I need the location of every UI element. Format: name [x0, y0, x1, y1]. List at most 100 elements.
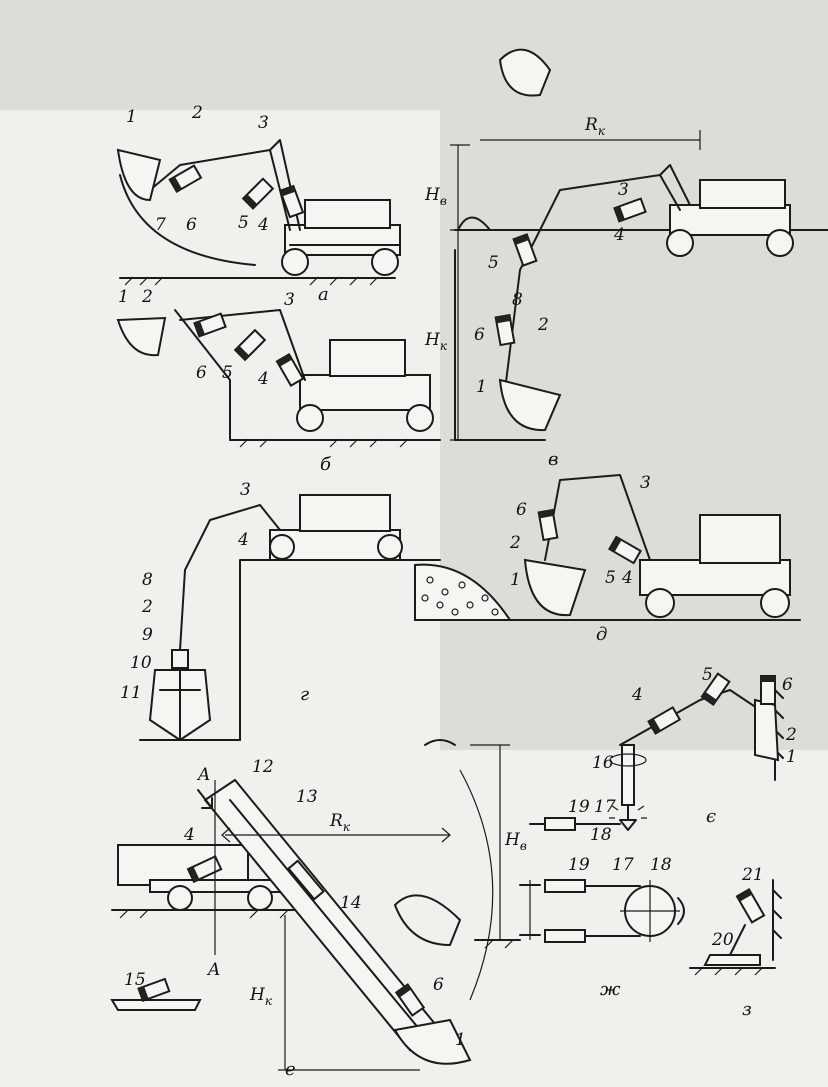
bucket-ghost-e	[394, 894, 461, 946]
chain-links-zh	[584, 885, 641, 937]
rotator-g	[171, 649, 189, 669]
label-v-1: 1	[476, 377, 487, 397]
figure-e-telescopic-boom: A A Rк Hв Hк 15 12 13 14 4 6 1 е	[110, 739, 527, 1080]
track-detail-15	[110, 999, 202, 1011]
section-label-top: A	[196, 765, 210, 785]
dim-hk-e: Hк	[249, 985, 273, 1008]
small-bucket-v	[457, 216, 491, 231]
face-b	[174, 309, 231, 441]
label-d-1: 1	[510, 570, 521, 590]
boom-g	[179, 504, 281, 651]
caption-b: б	[320, 454, 332, 475]
bucket-e	[393, 1018, 472, 1065]
dim-hv-e: Hв	[504, 830, 527, 853]
wheel-a-2	[371, 248, 399, 276]
raised-bucket-e	[424, 739, 456, 746]
label-a-6: 6	[186, 215, 197, 235]
raised-bucket-v	[498, 48, 552, 97]
boom-outer-e	[203, 778, 442, 1052]
cab-a	[304, 199, 391, 229]
wheel-g-2	[377, 534, 403, 560]
label-a-5: 5	[238, 213, 249, 233]
label-ye-19: 19	[568, 797, 590, 817]
label-g-11: 11	[120, 683, 142, 703]
label-b-3: 3	[284, 290, 295, 310]
wheel-v-1	[666, 229, 694, 257]
label-b-2: 2	[141, 287, 153, 307]
caption-g: г	[300, 684, 309, 705]
bucket-b	[116, 316, 167, 357]
label-g-4: 4	[237, 530, 249, 550]
label-e-13: 13	[296, 787, 318, 807]
caption-e: е	[285, 1059, 296, 1080]
label-e-14: 14	[340, 893, 362, 913]
figure-v-backhoe-dimensions: Hв Hк Rк 3 4 5 8 2 6 1 в	[424, 48, 828, 470]
figure-g-clamshell-grab: 3 4 8 2 9 10 11 г	[120, 480, 441, 742]
rotation-ellipse-ye	[609, 753, 647, 767]
label-v-4: 4	[613, 225, 625, 245]
label-e-15: 15	[124, 970, 146, 990]
dig-profile-a	[119, 174, 256, 266]
drill-sparks	[609, 805, 647, 819]
label-ye-5: 5	[702, 665, 713, 685]
label-ye-18: 18	[590, 825, 612, 845]
caption-ye: є	[706, 806, 716, 827]
label-ye-6: 6	[782, 675, 793, 695]
label-e-4: 4	[183, 825, 195, 845]
material-heap-d	[414, 563, 512, 621]
label-ye-2: 2	[785, 725, 797, 745]
label-ye-16: 16	[592, 753, 614, 773]
figure-b-front-shovel: 1 2 3 6 5 4 б	[116, 287, 441, 475]
caption-z: з	[742, 999, 752, 1020]
label-a-3: 3	[258, 113, 269, 133]
wheel-e-1	[167, 885, 193, 911]
caption-zh: ж	[600, 979, 621, 1000]
label-zh-19: 19	[568, 855, 590, 875]
dim-hv-v: Hв	[424, 185, 447, 208]
label-g-8: 8	[142, 570, 153, 590]
figure-ye-ripper-drill: 4 5 6 2 1 16 19 17 18 є	[529, 665, 797, 845]
label-d-6: 6	[516, 500, 527, 520]
cylinder-19b-zh	[544, 929, 586, 943]
bucket-ye	[754, 698, 780, 762]
bucket-a	[116, 148, 162, 202]
figure-z-scraper: 21 20 з	[689, 865, 782, 1020]
boom-inner-e	[229, 799, 421, 1031]
label-a-7: 7	[155, 215, 166, 235]
label-d-2: 2	[509, 533, 521, 553]
scraper-arm-z	[729, 924, 746, 956]
figure-a-backhoe-excavator: 1 2 3 4 5 6 7 а	[116, 103, 401, 305]
label-ye-1: 1	[786, 747, 797, 767]
dim-rk-v: Rк	[584, 115, 606, 138]
bucket-d	[523, 558, 587, 617]
label-z-21: 21	[741, 865, 764, 885]
cylinder-19-ye	[544, 817, 576, 831]
wheel-g-1	[269, 534, 295, 560]
label-ye-17: 17	[594, 797, 616, 817]
pit-g	[239, 559, 441, 741]
heap-pebbles	[421, 576, 499, 616]
wheel-b-1	[296, 404, 324, 432]
label-e-12: 12	[252, 757, 274, 777]
label-zh-18: 18	[650, 855, 672, 875]
cab-g	[299, 494, 391, 532]
dim-hk-v: Hк	[424, 330, 448, 353]
label-b-6: 6	[196, 363, 207, 383]
wheel-a-1	[281, 248, 309, 276]
label-d-5: 5	[605, 568, 616, 588]
label-a-1: 1	[126, 107, 137, 127]
label-b-5: 5	[222, 363, 233, 383]
wheel-d-2	[760, 588, 790, 618]
chassis-b	[299, 374, 431, 411]
label-z-20: 20	[711, 930, 734, 950]
label-v-8: 8	[512, 290, 523, 310]
label-v-3: 3	[618, 180, 629, 200]
cab-b	[329, 339, 406, 377]
cylinder-19a-zh	[544, 879, 586, 893]
boom-arm-v	[504, 174, 681, 391]
scraper-blade-z	[703, 954, 761, 966]
reach-arc-e	[459, 769, 494, 1001]
dim-rk-e: Rк	[329, 811, 351, 834]
